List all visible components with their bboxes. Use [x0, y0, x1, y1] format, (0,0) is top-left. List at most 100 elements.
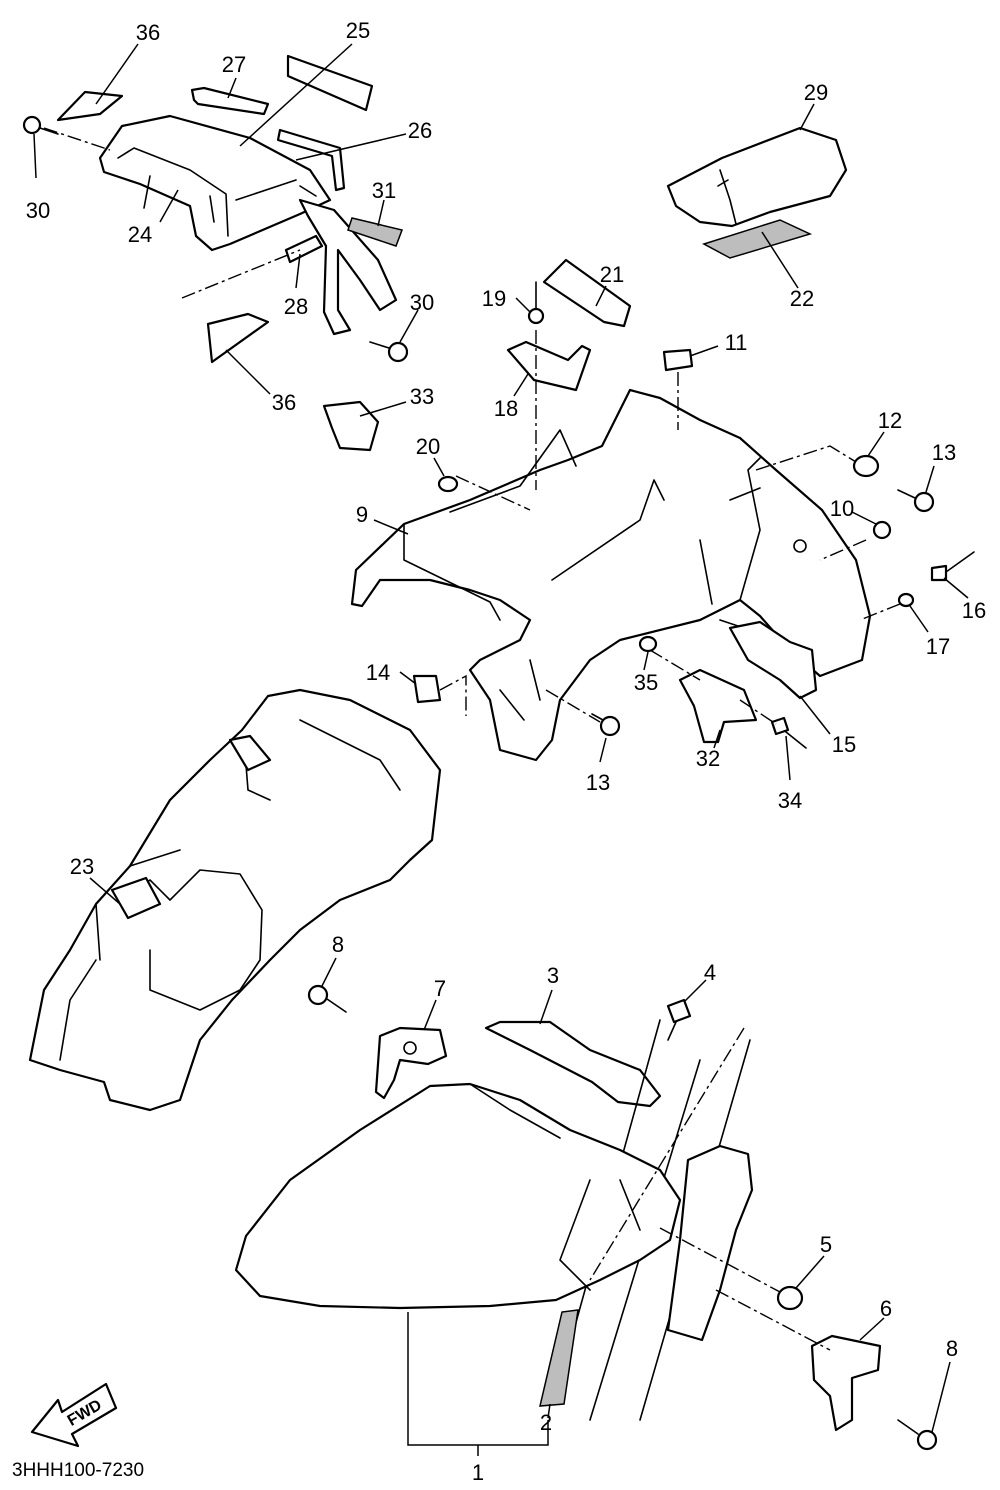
- part-1-front-fender-detail: [469, 1083, 641, 1291]
- part-2-reflector: [539, 1309, 579, 1407]
- callout-2: 2: [540, 1410, 552, 1435]
- part-15-bracket: [728, 620, 818, 700]
- callout-8-left: 8: [332, 932, 344, 957]
- part-32-bracket: [678, 668, 758, 744]
- callout-3: 3: [547, 963, 559, 988]
- part-23-inner-fender-detail: [59, 719, 401, 1061]
- part-10-nut: [872, 520, 892, 540]
- part-23-inner-fender: [28, 688, 442, 1112]
- part-20-nut: [437, 475, 459, 493]
- part-7-hole: [403, 1041, 417, 1055]
- part-27-strip: [190, 86, 270, 116]
- part-1-front-fender: [234, 1082, 682, 1310]
- callout-7: 7: [434, 976, 446, 1001]
- callout-23: 23: [70, 854, 94, 879]
- callout-26: 26: [408, 118, 432, 143]
- assembly-line: [715, 1289, 831, 1351]
- callout-15: 15: [832, 732, 856, 757]
- assembly-line: [659, 1227, 781, 1293]
- fwd-arrow: FWD: [30, 1382, 118, 1448]
- assembly-line: [739, 699, 777, 725]
- part-30-bolt-lower: [369, 341, 409, 363]
- part-4-bolt: [666, 998, 692, 1041]
- callout-13-right: 13: [932, 440, 956, 465]
- part-19-bolt: [527, 281, 545, 325]
- callout-1: 1: [472, 1460, 484, 1485]
- callout-33: 33: [410, 384, 434, 409]
- callout-5: 5: [820, 1232, 832, 1257]
- callout-17: 17: [926, 634, 950, 659]
- assembly-line: [755, 445, 857, 471]
- callout-36-lower: 36: [272, 390, 296, 415]
- assembly-line: [859, 603, 901, 621]
- callout-22: 22: [790, 286, 814, 311]
- callout-14: 14: [366, 660, 390, 685]
- callout-16: 16: [962, 598, 986, 623]
- part-8-bolt-right: [897, 1419, 938, 1451]
- part-35-washer: [638, 635, 658, 653]
- part-5-grommet: [776, 1285, 804, 1311]
- callout-9: 9: [356, 502, 368, 527]
- callout-36-upper: 36: [136, 20, 160, 45]
- part-36-decal-lower: [206, 312, 270, 364]
- fork-lower-leg: [666, 1144, 754, 1342]
- part-31-reflector: [347, 217, 404, 247]
- callout-31: 31: [372, 178, 396, 203]
- callout-8-right: 8: [946, 1336, 958, 1361]
- part-17-washer: [897, 592, 915, 608]
- part-13-bolt-lower: [591, 713, 621, 737]
- callout-18: 18: [494, 396, 518, 421]
- assembly-line: [545, 689, 601, 723]
- part-22-pad: [702, 219, 813, 259]
- part-3-brace: [484, 1020, 662, 1108]
- part-23-bracket-lower: [110, 876, 162, 920]
- leader-lines: [33, 43, 969, 1456]
- part-16-rivet: [930, 551, 975, 582]
- part-28-piece: [284, 234, 324, 264]
- callout-4: 4: [704, 960, 716, 985]
- part-33-bracket: [322, 400, 380, 452]
- callout-30-lower: 30: [410, 290, 434, 315]
- part-12-collar: [852, 454, 880, 478]
- diagram-code: 3HHH100-7230: [12, 1460, 145, 1481]
- part-34-rivet: [770, 716, 807, 749]
- callout-11: 11: [725, 330, 748, 355]
- part-26-strip: [276, 128, 346, 192]
- assembly-line: [439, 674, 467, 716]
- callout-32: 32: [696, 746, 720, 771]
- part-8-bolt-left: [307, 984, 347, 1013]
- assembly-line: [819, 539, 867, 561]
- callout-24: 24: [128, 222, 152, 247]
- callout-34: 34: [778, 788, 802, 813]
- callout-13-lower: 13: [586, 770, 610, 795]
- callout-29: 29: [804, 80, 828, 105]
- part-6-bracket: [810, 1334, 882, 1432]
- part-29-seat-cowl: [666, 126, 848, 228]
- assembly-line: [455, 475, 531, 511]
- callout-19: 19: [482, 286, 506, 311]
- callout-35: 35: [634, 670, 658, 695]
- callout-labels: 1 2 3 4 5 6 7 8 8 9 10 11 12 13 13 14 15…: [26, 18, 986, 1485]
- callout-27: 27: [222, 52, 246, 77]
- part-24-tail-cover-detail: [117, 147, 317, 237]
- part-30-bolt-upper: [22, 115, 59, 135]
- part-21-bracket: [542, 258, 632, 328]
- callout-25: 25: [346, 18, 370, 43]
- assembly-line: [43, 127, 111, 151]
- callout-6: 6: [880, 1296, 892, 1321]
- part-13-bolt-right: [897, 489, 935, 513]
- assembly-line: [649, 649, 701, 681]
- part-25-strip: [286, 54, 374, 112]
- callout-12: 12: [878, 408, 902, 433]
- callout-30-upper: 30: [26, 198, 50, 223]
- callout-21: 21: [600, 262, 624, 287]
- callout-10: 10: [830, 496, 854, 521]
- part-36-decal-upper: [56, 90, 124, 122]
- assembly-line: [181, 249, 301, 299]
- part-23-bracket-upper: [228, 734, 272, 772]
- callout-20: 20: [416, 434, 440, 459]
- part-18-bracket: [506, 340, 592, 392]
- callout-28: 28: [284, 294, 308, 319]
- part-14-nut: [412, 674, 442, 704]
